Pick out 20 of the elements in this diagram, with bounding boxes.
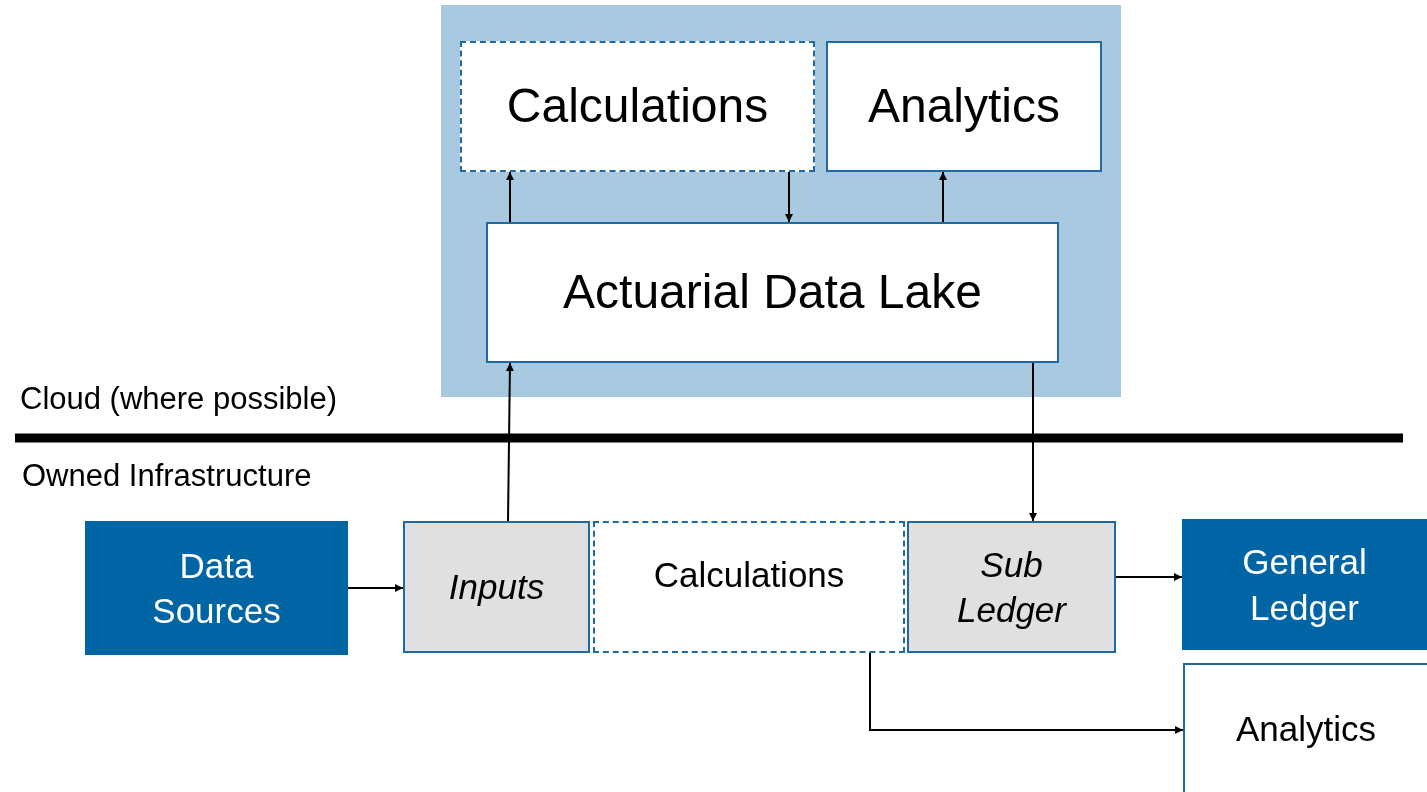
process-box: Calculations (593, 521, 905, 653)
arrow (1115, 573, 1183, 581)
zone-label: Owned Infrastructure (22, 458, 312, 494)
process-box: Calculations (460, 41, 815, 172)
process-box: General Ledger (1182, 519, 1427, 650)
zone-label: Cloud (where possible) (20, 381, 338, 417)
arrow (1029, 362, 1037, 522)
cloud-panel (441, 5, 1121, 397)
process-box: Analytics (826, 41, 1102, 172)
arrow (785, 171, 793, 223)
process-box: Analytics (1183, 663, 1427, 792)
arrow (347, 584, 404, 592)
process-box: Data Sources (85, 521, 348, 655)
arrow (506, 171, 514, 223)
process-box: Actuarial Data Lake (486, 222, 1059, 363)
arrow (505, 362, 514, 522)
arrow (869, 652, 1184, 734)
arrow (939, 171, 947, 223)
process-box: Sub Ledger (907, 521, 1116, 653)
process-box: Inputs (403, 521, 590, 653)
